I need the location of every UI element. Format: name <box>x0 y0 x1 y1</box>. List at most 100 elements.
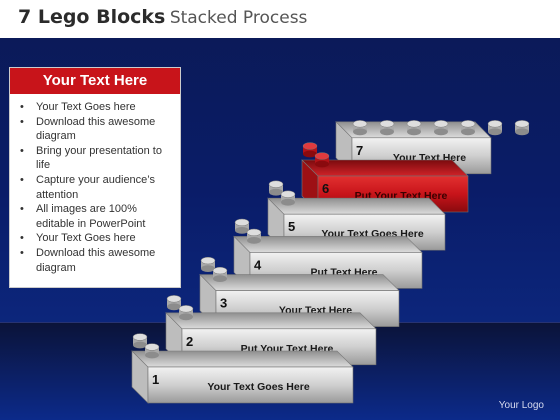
stud-body <box>488 123 502 132</box>
block-top-face <box>131 350 354 368</box>
bullet-item: Capture your audience’s attention <box>20 173 174 202</box>
stud-base <box>235 227 249 234</box>
stud-base <box>133 341 147 349</box>
block-stud <box>178 305 194 321</box>
stud-top <box>132 333 148 341</box>
block-stud <box>132 333 148 349</box>
stud-body <box>179 308 193 317</box>
stud-top <box>487 120 503 128</box>
stud-top <box>234 218 250 227</box>
block-stud <box>302 142 318 158</box>
block-stud <box>314 152 330 168</box>
bullet-item: Download this awesome diagram <box>20 246 174 275</box>
stud-base <box>281 198 295 206</box>
stud-top <box>280 190 296 198</box>
block-stud <box>166 295 182 311</box>
block-stud <box>246 228 262 244</box>
block-stud <box>379 120 395 136</box>
logo-text: Your Logo <box>498 400 544 411</box>
stud-top <box>268 180 284 188</box>
block-stud <box>433 120 449 136</box>
stud-top <box>352 120 368 128</box>
step-number: 4 <box>254 257 262 272</box>
stud-body <box>434 123 448 132</box>
step-number: 5 <box>288 219 295 234</box>
stud-base <box>303 150 317 158</box>
stud-base <box>488 128 502 136</box>
stud-body <box>133 337 147 345</box>
stud-top <box>433 120 449 128</box>
step-number: 2 <box>186 334 193 349</box>
stud-top <box>144 343 160 351</box>
stud-base <box>407 128 421 136</box>
block-stud <box>280 190 296 206</box>
stud-body <box>461 123 475 132</box>
stud-body <box>213 270 227 279</box>
bullet-item: Your Text Goes here <box>20 231 174 246</box>
stud-body <box>515 123 529 132</box>
stud-body <box>167 298 181 307</box>
stud-base <box>213 275 227 282</box>
step-label: Your Text Goes Here <box>207 381 309 393</box>
bullet-item: Bring your presentation to life <box>20 144 174 173</box>
stud-top <box>379 120 395 128</box>
stud-top <box>178 305 194 313</box>
stud-body <box>407 123 421 132</box>
block-top-face <box>199 274 400 291</box>
stud-body <box>303 146 317 154</box>
bullet-item: Download this awesome diagram <box>20 115 174 144</box>
stud-top <box>460 120 476 128</box>
step-number: 6 <box>322 181 329 196</box>
block-stud <box>234 218 250 234</box>
stud-base <box>434 128 448 136</box>
title-bold: 7 Lego Blocks <box>18 6 166 28</box>
stud-body <box>247 232 261 241</box>
block-stud <box>487 120 503 136</box>
step-number: 7 <box>356 143 363 158</box>
stud-top <box>314 152 330 160</box>
slide-title: 7 Lego Blocks Stacked Process <box>18 6 307 28</box>
stud-base <box>201 265 215 272</box>
stud-top <box>302 142 318 150</box>
stud-base <box>179 313 193 321</box>
text-box-heading: Your Text Here <box>10 68 180 94</box>
block-stud <box>352 120 368 136</box>
stud-base <box>315 160 329 168</box>
stud-top <box>514 120 530 128</box>
stud-body <box>201 260 215 269</box>
stud-base <box>461 128 475 136</box>
stud-base <box>247 237 261 244</box>
stud-top <box>200 256 216 265</box>
stud-base <box>353 128 367 136</box>
bullet-item: All images are 100% editable in PowerPoi… <box>20 202 174 231</box>
block-stud <box>406 120 422 136</box>
block-stud <box>212 266 228 282</box>
stud-body <box>281 194 295 203</box>
title-rest: Stacked Process <box>169 8 308 28</box>
stud-base <box>145 351 159 359</box>
step-number: 1 <box>152 372 159 387</box>
block-stud <box>268 180 284 196</box>
stud-base <box>167 303 181 311</box>
stud-body <box>145 347 159 355</box>
stud-top <box>166 295 182 303</box>
stud-base <box>269 188 283 196</box>
block-top-face <box>165 312 377 330</box>
block-top-face <box>233 236 423 253</box>
stud-top <box>406 120 422 128</box>
stud-body <box>353 123 367 132</box>
bullet-item: Your Text Goes here <box>20 100 174 115</box>
header-bar: 7 Lego Blocks Stacked Process <box>0 0 560 38</box>
block-stud <box>460 120 476 136</box>
step-number: 3 <box>220 296 227 311</box>
bullet-list: Your Text Goes here Download this awesom… <box>10 100 180 275</box>
text-box: Your Text Here Your Text Goes here Downl… <box>9 67 181 288</box>
block-stud <box>144 343 160 359</box>
stud-body <box>269 184 283 193</box>
stud-body <box>315 156 329 164</box>
stud-body <box>235 222 249 231</box>
